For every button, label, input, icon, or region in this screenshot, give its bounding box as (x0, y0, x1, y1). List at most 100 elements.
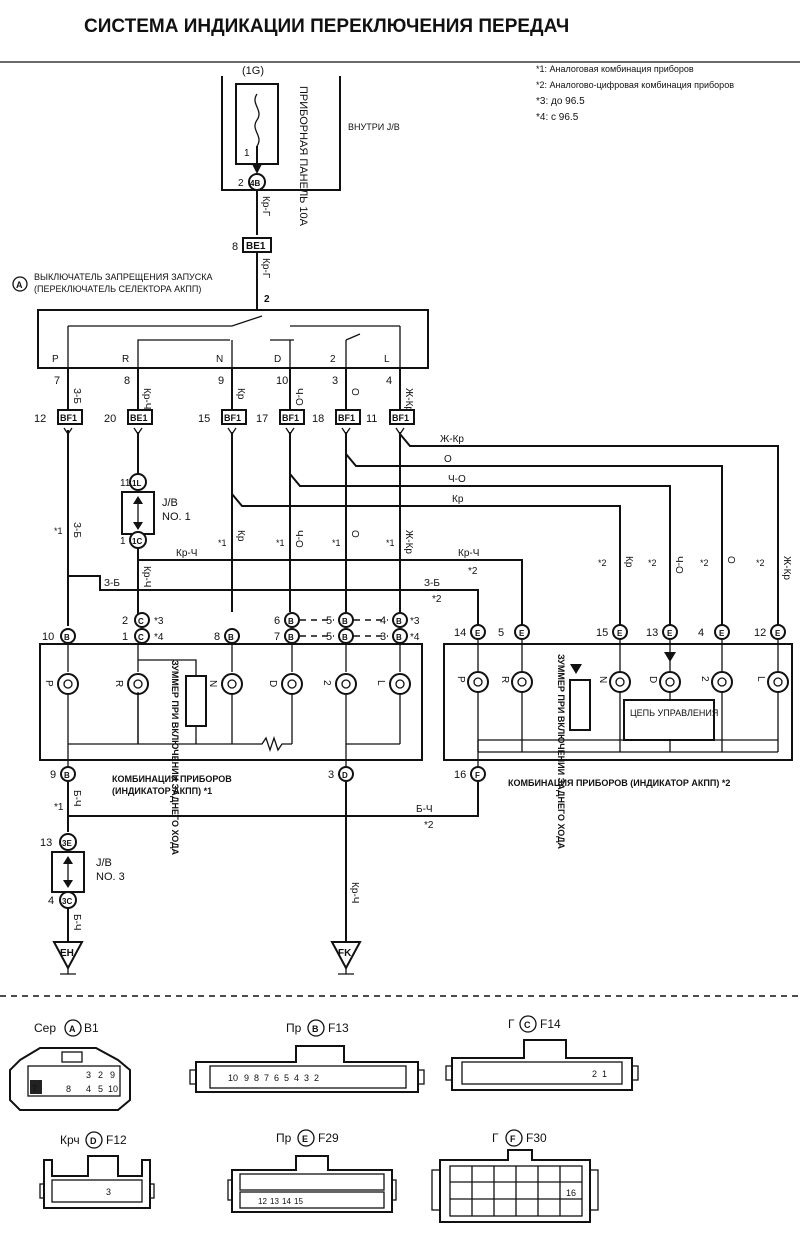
note-4: *4: с 96.5 (536, 112, 579, 123)
conn-e-letter-circle (297, 1129, 315, 1147)
c1-resistor-icon (232, 735, 292, 753)
c1-lamp-2-icon (221, 673, 243, 695)
c1-gnd-conn (60, 766, 76, 782)
conn-f-tab-right (589, 1169, 599, 1211)
c1-note4: *4 (154, 632, 164, 643)
c1-lamp-label-2: N (207, 680, 218, 687)
conn-e-pin-14: 14 (282, 1197, 291, 1206)
switch-wire-label: Кр-Г (260, 258, 271, 279)
connector-c: Г C F14 2 1 (445, 1015, 639, 1091)
c1-lamp-core-0 (63, 679, 73, 689)
c1-conn-c3 (134, 612, 150, 628)
c1-code-23: B (342, 617, 348, 626)
conn-e-pin-13: 13 (270, 1197, 279, 1206)
conn-f-color: Г (492, 1131, 499, 1145)
c2-lamp-label-1: R (499, 676, 510, 683)
c1-lamp-core-1 (133, 679, 143, 689)
conn-b-pin-4: 4 (294, 1073, 299, 1083)
c1-sub: (ИНДИКАТОР АКПП) *1 (112, 786, 212, 796)
switch-out-wire-label-5: Ж-Кр (403, 388, 414, 412)
jb3-arrow-down-icon (63, 880, 73, 888)
c2-code-0: E (475, 629, 481, 638)
c2-code-2: E (617, 629, 623, 638)
c2-lamp-core-2 (615, 677, 625, 687)
conn-a-pin-10: 10 (108, 1084, 118, 1094)
conn-c-letter: C (524, 1020, 531, 1030)
conn-a-letter: A (69, 1024, 76, 1034)
c1-title: КОМБИНАЦИЯ ПРИБОРОВ (112, 774, 232, 784)
c1-lamp-5-icon (389, 673, 411, 695)
c1-conn-l3 (392, 612, 408, 628)
fuse-element-icon (254, 93, 260, 147)
c2-lamp-label-0: P (455, 676, 466, 683)
switch-contact-left (68, 315, 263, 327)
conn-c-pin-2: 2 (592, 1069, 597, 1079)
c1-code-l4: B (396, 633, 402, 642)
ground-eh-label: EH (60, 948, 74, 959)
c2-feed-label-1: Ч-О (673, 556, 684, 574)
jb1-out-label: Кр-Ч (176, 548, 197, 559)
conn-c-code: F14 (540, 1017, 561, 1031)
c1-buzzer-box (185, 675, 207, 727)
c1-pin-p: 10 (42, 631, 54, 643)
jb3-arrow-up-icon (63, 856, 73, 864)
connector-f: Г F F30 16 (431, 1129, 599, 1223)
c2-lamp-2-icon (609, 671, 631, 693)
be1-top-code: BE1 (246, 241, 266, 252)
c1-note4b: *4 (410, 632, 420, 643)
c1-buzzer-leads (137, 659, 197, 744)
c2-gnd-conn (470, 766, 486, 782)
c1-pin-23: 5 (326, 615, 332, 627)
c2-lamp-core-5 (773, 677, 783, 687)
c2-conn-3 (662, 624, 678, 640)
conn-a-pin-4: 4 (86, 1084, 91, 1094)
c1-code-l3: B (396, 617, 402, 626)
conn-d-shell (43, 1155, 151, 1209)
c2-lamp-0-icon (467, 671, 489, 693)
ground-eh: EH (52, 941, 84, 975)
note-3: *3: до 96.5 (536, 96, 585, 107)
c2-code-4: E (719, 629, 725, 638)
conn-d-color: Крч (60, 1133, 80, 1147)
c1-feed-label-1: Ч-О (293, 530, 304, 548)
conn-a-color: Сер (34, 1021, 56, 1035)
c1-feed-star-0: *1 (218, 538, 227, 548)
c1-code-d3: B (288, 617, 294, 626)
switch-pos-label-1: R (122, 354, 129, 365)
ground-eh-icon (52, 941, 84, 971)
ground-fk: FK (330, 941, 362, 975)
conn-c-face (461, 1061, 623, 1085)
c1-buzzer-label: ЗУММЕР ПРИ ВКЛЮЧЕНИИ ЗАДНЕГО ХОДА (170, 660, 180, 856)
bf1-code-5: BF1 (392, 413, 409, 423)
bus-zhkr-label: Ж-Кр (440, 434, 464, 445)
bf1-pin-3: 17 (256, 413, 268, 425)
c1-gnd-pin: 9 (50, 769, 56, 781)
c1-dash-2 (354, 619, 388, 637)
conn-b-letter: B (312, 1024, 319, 1034)
wire-top-label: Кр-Г (260, 196, 271, 217)
switch-out-pin-5: 4 (386, 375, 392, 387)
jb1-label-2: NO. 1 (162, 511, 191, 523)
conn-e-tab-left (227, 1179, 233, 1201)
conn-a-letter-circle (64, 1019, 82, 1037)
jb1-label-1: J/B (162, 497, 178, 509)
jb1-code-top: 1L (132, 479, 141, 488)
bf1-pin-5: 11 (366, 413, 377, 425)
c2-conn-5 (770, 624, 786, 640)
conn-b-tab-left (189, 1069, 197, 1085)
c2-conn-0 (470, 624, 486, 640)
bus-cho-label: Ч-О (448, 474, 466, 485)
switch-contact-links (67, 326, 401, 368)
switch-pos-label-0: P (52, 354, 59, 365)
c2-diode-icon (664, 652, 676, 662)
conn-d-tab-right (149, 1183, 155, 1199)
notes-legend: *1: Аналоговая комбинация приборов *2: А… (536, 64, 734, 123)
jb3-conn-top (59, 833, 77, 851)
c1-lamp-1-icon (127, 673, 149, 695)
